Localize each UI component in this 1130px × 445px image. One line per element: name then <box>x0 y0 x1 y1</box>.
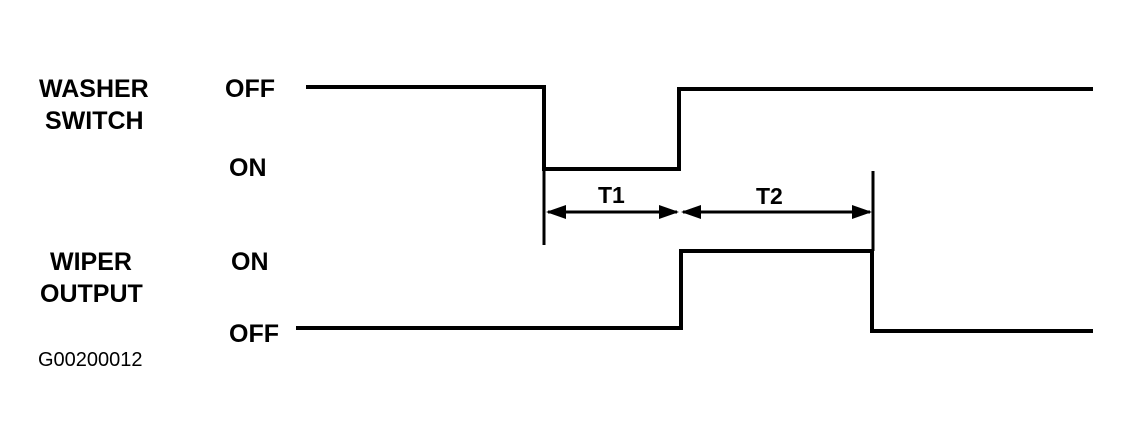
t1-right-arrowhead <box>659 205 679 219</box>
washer-switch-waveform <box>306 85 1093 171</box>
t1-label: T1 <box>598 182 625 208</box>
wiper-output-label-line2: OUTPUT <box>40 280 143 308</box>
washer-state-off-label: OFF <box>225 75 275 103</box>
wiper-state-on-label: ON <box>231 248 269 276</box>
t2-right-arrowhead <box>852 205 872 219</box>
wiper-output-label-line1: WIPER <box>50 248 132 276</box>
t2-label: T2 <box>756 183 783 209</box>
washer-state-on-label: ON <box>229 154 267 182</box>
washer-switch-label-line1: WASHER <box>39 75 149 103</box>
t2-left-arrowhead <box>681 205 701 219</box>
wiper-state-off-label: OFF <box>229 320 279 348</box>
t1-left-arrowhead <box>546 205 566 219</box>
wiper-output-waveform <box>296 249 1093 333</box>
washer-switch-label-line2: SWITCH <box>45 107 144 135</box>
figure-code: G00200012 <box>38 349 143 371</box>
